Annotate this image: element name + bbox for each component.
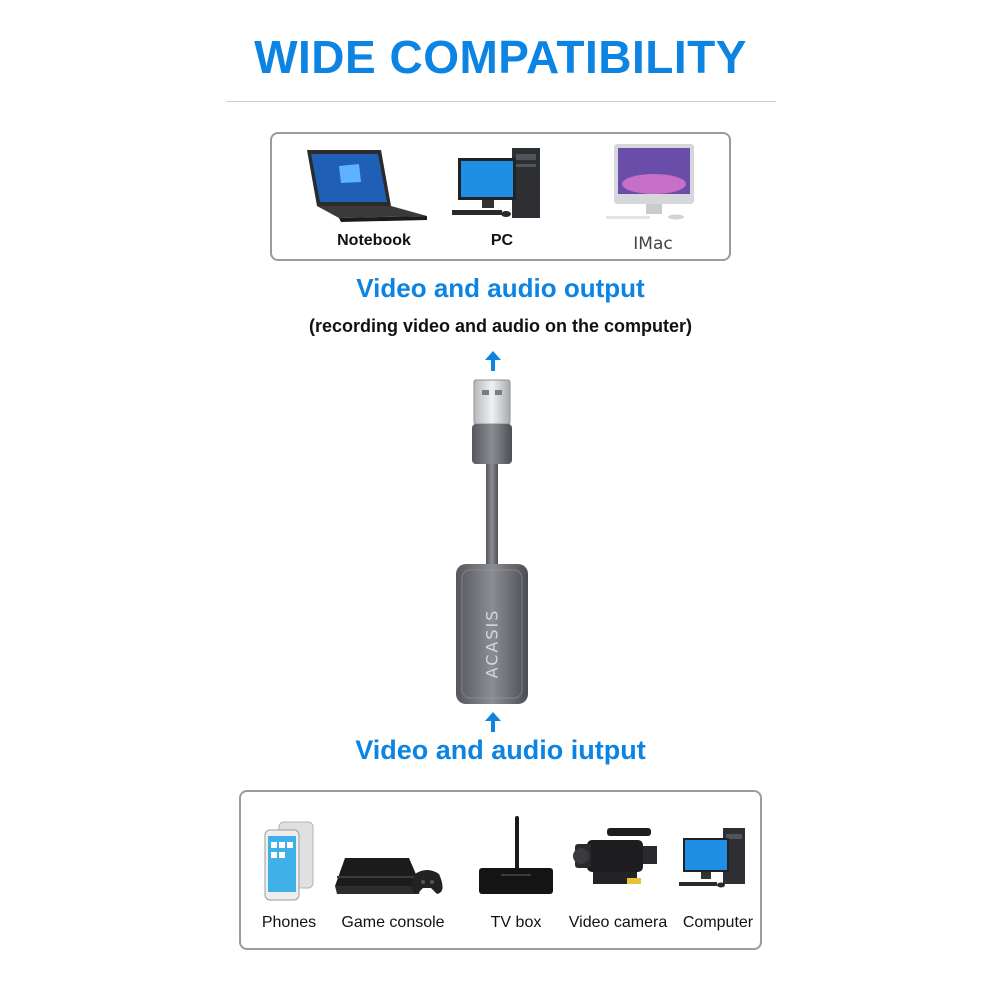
arrow-up-icon [485,351,501,371]
output-subheading: (recording video and audio on the comput… [308,316,693,336]
tv-box-icon [479,816,553,894]
imac-icon [606,144,694,220]
device-label: Notebook [337,232,411,249]
device-phones: Phones [249,810,329,940]
phone-icon [264,821,314,901]
device-label: Game console [341,914,445,931]
title-divider [226,101,776,102]
device-label: TV box [490,914,542,931]
device-label: Video camera [568,914,668,931]
device-pc: PC [442,140,562,250]
arrow-up-icon [485,712,501,732]
device-label: PC [490,232,514,249]
device-label: IMac [633,234,673,254]
page-title: WIDE COMPATIBILITY [254,31,747,83]
desktop-pc-icon [452,148,540,218]
output-devices-panel: Notebook PC IMac [270,132,731,261]
capture-card-device [456,379,528,704]
input-devices-panel: Phones Game console TV box [239,790,762,950]
device-game-console: Game console [329,810,457,940]
laptop-icon [307,150,427,222]
device-notebook: Notebook [294,144,454,254]
input-heading: Video and audio iutput [355,735,646,765]
device-imac: IMac [588,138,718,254]
output-heading: Video and audio output [356,273,645,303]
computer-icon [679,828,745,888]
product-brand-label: ACASIS [482,608,502,679]
device-label: Phones [261,914,317,931]
device-tv-box: TV box [461,810,571,940]
device-label: Computer [682,914,754,931]
device-computer: Computer [673,810,763,940]
video-camera-icon [573,828,657,884]
device-video-camera: Video camera [563,810,673,940]
game-console-icon [335,858,443,894]
